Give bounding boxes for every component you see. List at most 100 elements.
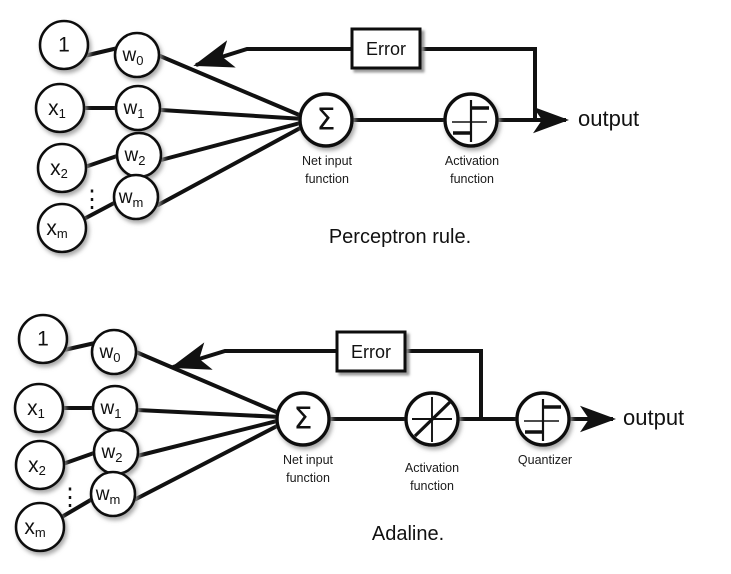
input-node-x2-label: x2 (50, 157, 68, 182)
adaline-edge-w2-sum (135, 418, 283, 458)
adaline-weight-node-w0-circle[interactable] (90, 328, 138, 376)
adaline-input-node-x2-label: x2 (28, 454, 46, 479)
input-node-1-circle[interactable] (38, 19, 90, 71)
weight-node-w1[interactable]: w1 (114, 84, 162, 132)
weight-node-wm[interactable]: wm (112, 173, 160, 221)
diagram-perceptron: 1 x1 x2 xm ⋮ w0 w1 (34, 19, 639, 254)
adaline-input-node-x1-label: x1 (27, 397, 45, 422)
net-input-unit[interactable]: Σ Net input function (298, 92, 354, 186)
diagram-adaline: 1 x1 x2 xm ⋮ w0 w1 (13, 313, 684, 553)
activation-unit[interactable]: Activation function (443, 92, 499, 186)
adaline-weight-nodes: w0 w1 w2 wm (89, 328, 140, 518)
adaline-weight-node-w0[interactable]: w0 (90, 328, 138, 376)
weight-node-w1-circle[interactable] (114, 84, 162, 132)
edge-x2-w2 (80, 154, 119, 170)
input-node-1-label: 1 (58, 34, 70, 57)
adaline-weight-node-wm-circle[interactable] (89, 470, 137, 518)
adaline-input-nodes: 1 x1 x2 xm ⋮ (13, 313, 82, 553)
adaline-error-tap-line (405, 349, 483, 419)
error-return-line (193, 40, 352, 68)
adaline-input-node-xm[interactable]: xm (14, 501, 66, 553)
weight-node-w2[interactable]: w2 (115, 131, 163, 179)
weight-node-wm-circle[interactable] (112, 173, 160, 221)
error-box[interactable]: Error (350, 27, 422, 70)
adaline-activation-label-line1: Activation (405, 461, 459, 475)
adaline-input-node-x2[interactable]: x2 (14, 439, 66, 491)
adaline-activation-unit[interactable]: Activation function (404, 391, 460, 493)
perceptron-caption: Perceptron rule. (329, 226, 471, 248)
weight-sum-edges (156, 54, 306, 207)
weight-node-w0-circle[interactable] (113, 31, 161, 79)
adaline-weight-node-w2[interactable]: w2 (92, 428, 140, 476)
adaline-weight-node-w0-label: w0 (99, 342, 121, 365)
adaline-input-node-x1-circle[interactable] (13, 382, 65, 434)
adaline-error-feedback-path (170, 342, 483, 419)
input-ellipsis: ⋮ (80, 186, 104, 213)
edge-xm-wm (80, 200, 118, 222)
error-box-rect[interactable] (350, 27, 422, 70)
edge-1-w0 (82, 46, 120, 58)
step-function-icon (452, 100, 489, 142)
weight-node-w0[interactable]: w0 (113, 31, 161, 79)
adaline-input-node-1-label: 1 (37, 328, 49, 351)
adaline-weight-node-w1[interactable]: w1 (91, 384, 139, 432)
weight-nodes: w0 w1 w2 wm (112, 31, 163, 221)
adaline-sigma-icon: Σ (294, 402, 313, 437)
adaline-input-node-x2-circle[interactable] (14, 439, 66, 491)
adaline-weight-node-w2-label: w2 (101, 442, 123, 465)
input-node-xm-label: xm (46, 217, 67, 242)
adaline-edge-xm-wm (58, 496, 96, 520)
input-node-x1-label: x1 (48, 97, 66, 122)
adaline-error-box-rect[interactable] (335, 330, 407, 373)
adaline-net-input-circle[interactable] (275, 391, 331, 447)
activation-label-line1: Activation (445, 154, 499, 168)
adaline-input-node-xm-circle[interactable] (14, 501, 66, 553)
adaline-weight-sum-edges (132, 350, 283, 502)
adaline-input-node-1[interactable]: 1 (17, 313, 69, 365)
adaline-quantizer-label: Quantizer (518, 453, 572, 467)
adaline-input-node-x1[interactable]: x1 (13, 382, 65, 434)
input-node-xm-circle[interactable] (36, 202, 88, 254)
input-node-x1[interactable]: x1 (34, 82, 86, 134)
step-function-icon (524, 399, 561, 441)
net-input-label-line1: Net input (302, 154, 353, 168)
adaline-error-box-label: Error (351, 342, 391, 362)
input-node-xm[interactable]: xm (36, 202, 88, 254)
net-input-label-line2: function (305, 172, 349, 186)
weight-node-w2-label: w2 (124, 145, 146, 168)
adaline-weight-node-w1-label: w1 (100, 398, 122, 421)
adaline-caption: Adaline. (372, 523, 444, 545)
adaline-edge-wm-sum (132, 422, 283, 502)
input-node-x1-circle[interactable] (34, 82, 86, 134)
adaline-input-ellipsis: ⋮ (58, 484, 82, 511)
adaline-net-input-label-line2: function (286, 471, 330, 485)
adaline-edge-1-w0 (62, 341, 97, 352)
weight-node-wm-label: wm (118, 187, 144, 210)
adaline-edge-w0-sum (134, 350, 283, 416)
adaline-net-input-label-line1: Net input (283, 453, 334, 467)
adaline-input-node-1-circle[interactable] (17, 313, 69, 365)
input-node-1[interactable]: 1 (38, 19, 90, 71)
edge-w1-sum (159, 108, 306, 121)
adaline-edge-w1-sum (135, 408, 283, 419)
error-feedback-path (193, 40, 537, 120)
activation-label-line2: function (450, 172, 494, 186)
output-label: output (578, 106, 639, 131)
edge-w2-sum (159, 120, 306, 162)
adaline-error-box[interactable]: Error (335, 330, 407, 373)
linear-function-icon (412, 397, 452, 442)
adaline-net-input-unit[interactable]: Σ Net input function (275, 391, 334, 485)
adaline-weight-node-wm-label: wm (95, 484, 121, 507)
edge-w0-sum (158, 54, 306, 119)
input-node-x2[interactable]: x2 (36, 142, 88, 194)
adaline-weight-node-wm[interactable]: wm (89, 470, 137, 518)
input-node-x2-circle[interactable] (36, 142, 88, 194)
sigma-icon: Σ (317, 103, 336, 138)
weight-node-w0-label: w0 (122, 45, 144, 68)
adaline-output-label: output (623, 405, 684, 430)
net-input-circle[interactable] (298, 92, 354, 148)
adaline-quantizer-unit[interactable]: Quantizer (515, 391, 572, 467)
adaline-activation-label-line2: function (410, 479, 454, 493)
weight-node-w1-label: w1 (123, 98, 145, 121)
